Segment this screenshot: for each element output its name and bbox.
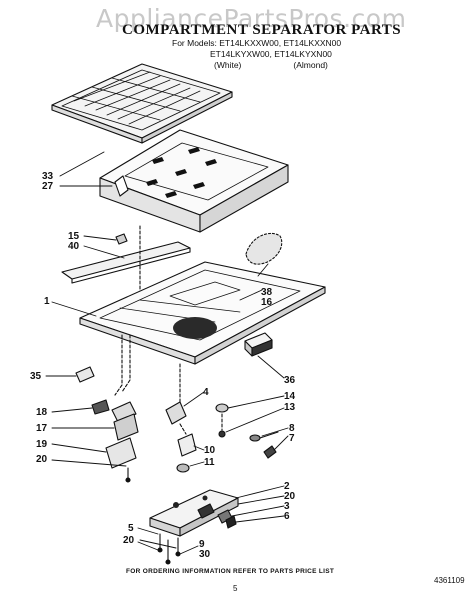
callout-6: 6 (284, 511, 290, 522)
center-mechanism-assembly (165, 363, 197, 473)
models-line-2: ET14LKYXW00, ET14LKYXN00 (210, 49, 332, 59)
callout-7: 7 (289, 433, 295, 444)
part-switch-36 (244, 332, 273, 357)
callout-14: 14 (284, 391, 296, 402)
callout-27: 27 (42, 181, 54, 192)
part-4 (165, 401, 187, 425)
page-number: 5 (233, 584, 238, 593)
callout-5: 5 (128, 523, 134, 534)
callout-33: 33 (42, 171, 54, 182)
part-bracket-40 (61, 241, 191, 284)
callout-35: 35 (30, 371, 42, 382)
callout-36: 36 (284, 375, 296, 386)
color-white-label: (White) (214, 60, 242, 70)
part-base-2 (149, 489, 239, 565)
callout-4: 4 (203, 387, 209, 398)
part-18 (91, 399, 110, 415)
ordering-note: FOR ORDERING INFORMATION REFER TO PARTS … (126, 568, 335, 575)
left-mechanism-assembly (75, 334, 139, 483)
part-35 (75, 366, 95, 383)
part-14 (215, 403, 229, 413)
callout-18: 18 (36, 407, 48, 418)
callout-11: 11 (204, 457, 215, 468)
part-8 (249, 434, 261, 442)
model-list: For Models: ET14LKXXW00, ET14LKXXN00 ET1… (172, 38, 341, 71)
document-number: 4361109 (434, 576, 465, 585)
part-damper-38 (245, 232, 283, 265)
diagram-title: COMPARTMENT SEPARATOR PARTS (122, 22, 402, 38)
part-11 (176, 463, 190, 473)
part-separator-27 (99, 129, 289, 233)
color-almond-label: (Almond) (293, 60, 328, 70)
color-labels: (White) (Almond) (172, 60, 341, 71)
callout-leaders (45, 151, 289, 555)
callout-1: 1 (44, 296, 50, 307)
watermark: AppliancePartsPros.com (96, 4, 407, 33)
callout-20-right: 20 (284, 491, 296, 502)
callout-20-left: 20 (36, 454, 48, 465)
callout-20-bottom: 20 (123, 535, 135, 546)
callout-15: 15 (68, 231, 80, 242)
part-6 (225, 515, 237, 529)
models-line-1: For Models: ET14LKXXW00, ET14LKXXN00 (172, 38, 342, 48)
callout-16: 16 (261, 297, 273, 308)
callout-8: 8 (289, 423, 295, 434)
callout-30: 30 (199, 549, 211, 560)
part-17 (113, 413, 139, 441)
callout-38: 38 (261, 287, 273, 298)
callout-13: 13 (284, 402, 296, 413)
part-19 (105, 437, 137, 469)
part-13 (218, 430, 226, 438)
callout-9: 9 (199, 539, 205, 550)
part-17-top (111, 401, 137, 423)
part-7 (263, 445, 277, 459)
callout-3: 3 (284, 501, 290, 512)
callout-2: 2 (284, 481, 290, 492)
callout-19: 19 (36, 439, 48, 450)
part-tray-1 (79, 261, 326, 365)
part-cover-33 (51, 63, 233, 144)
callout-10: 10 (204, 445, 216, 456)
callout-40: 40 (68, 241, 80, 252)
right-small-parts (215, 403, 279, 459)
callout-17: 17 (36, 423, 48, 434)
part-10 (177, 433, 197, 457)
part-20-screw (125, 477, 131, 483)
part-clip-15 (115, 233, 128, 245)
